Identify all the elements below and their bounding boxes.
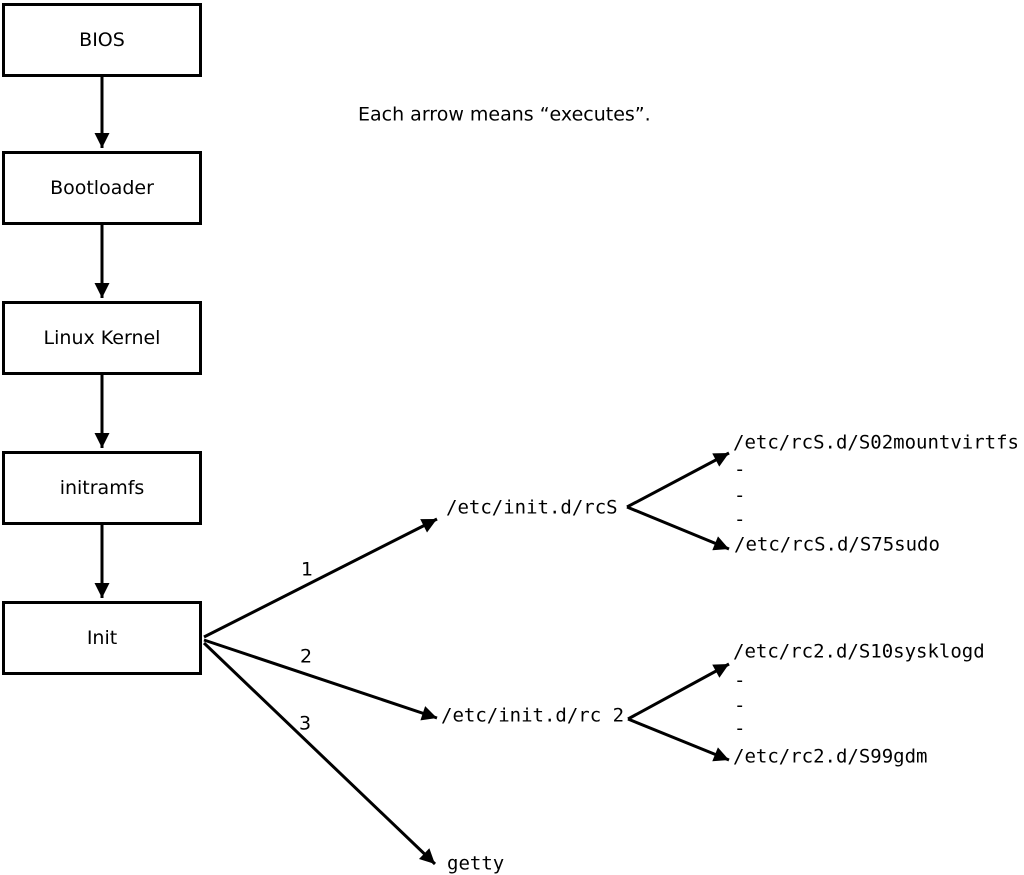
label-rc2-child-ellipsis-1: - bbox=[734, 669, 746, 692]
label-rc2-child-s99gdm: /etc/rc2.d/S99gdm bbox=[733, 745, 928, 768]
label-rcs-child-s02mountvirtfs: /etc/rcS.d/S02mountvirtfs bbox=[733, 431, 1019, 454]
label-rcs-child-ellipsis-2: - bbox=[734, 484, 746, 507]
label-rcs-script: /etc/init.d/rcS bbox=[446, 496, 618, 519]
label-rcs-child-s75sudo: /etc/rcS.d/S75sudo bbox=[734, 533, 940, 556]
label-rcs-child-ellipsis-3: - bbox=[734, 508, 746, 531]
label-getty: getty bbox=[447, 852, 505, 875]
label-rc2-child-ellipsis-2: - bbox=[734, 694, 746, 717]
arrow-rc2-to-s10sysklogd bbox=[627, 662, 730, 721]
arrow-init-to-rcs bbox=[203, 517, 438, 639]
arrow-rcs-to-s75sudo bbox=[626, 505, 730, 551]
label-rc2-child-s10sysklogd: /etc/rc2.d/S10sysklogd bbox=[733, 640, 985, 663]
label-rc2-child-ellipsis-3: - bbox=[734, 717, 746, 740]
edge-label-3: 3 bbox=[298, 712, 312, 735]
node-linux-kernel: Linux Kernel bbox=[2, 301, 202, 375]
node-bootloader: Bootloader bbox=[2, 151, 202, 225]
edge-label-1: 1 bbox=[300, 558, 314, 581]
arrow-init-to-rc2 bbox=[203, 638, 438, 721]
arrow-init-to-getty bbox=[202, 641, 437, 866]
label-rc2-script: /etc/init.d/rc 2 bbox=[441, 704, 625, 727]
label-rcs-child-ellipsis-1: - bbox=[734, 458, 746, 481]
caption: Each arrow means “executes”. bbox=[358, 103, 651, 126]
node-bios: BIOS bbox=[2, 3, 202, 77]
edge-label-2: 2 bbox=[299, 645, 313, 668]
arrow-rc2-to-s99gdm bbox=[627, 717, 730, 762]
node-init: Init bbox=[2, 601, 202, 675]
arrow-rcs-to-s02mountvirtfs bbox=[626, 451, 730, 509]
node-initramfs: initramfs bbox=[2, 451, 202, 525]
